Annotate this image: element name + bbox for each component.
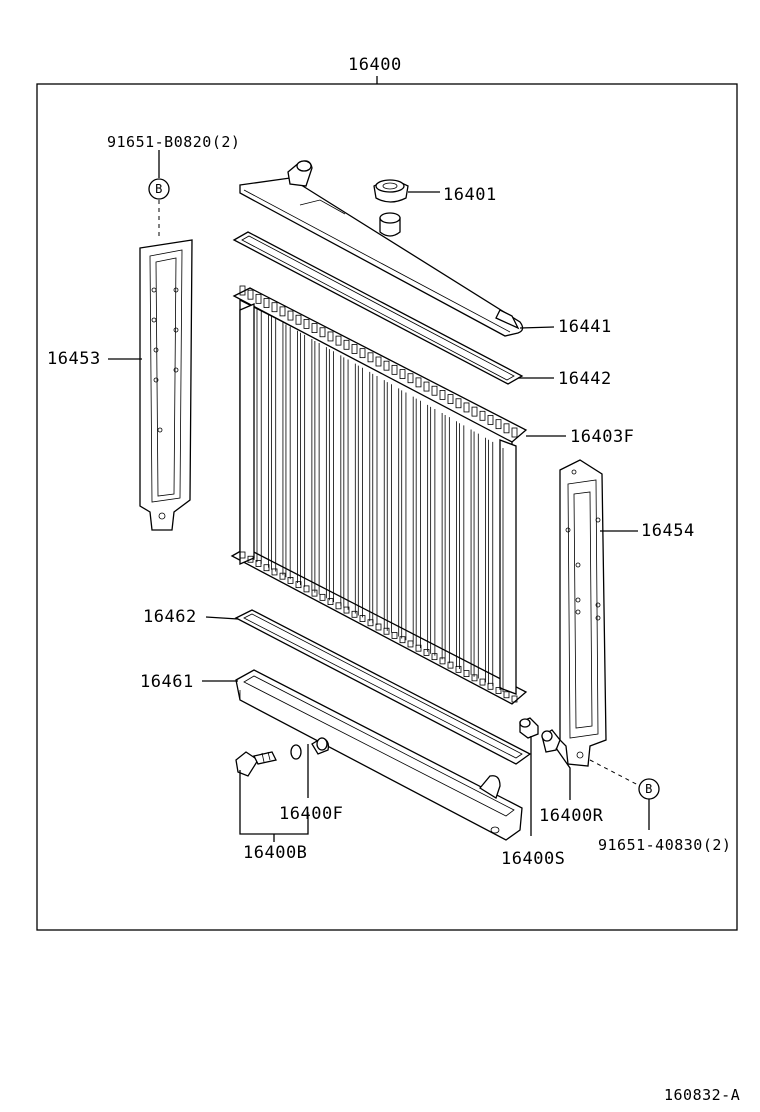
label-drain-cock[interactable]: 16400B xyxy=(243,843,307,863)
radiator-core[interactable] xyxy=(230,285,528,705)
plug-16400s[interactable] xyxy=(519,717,539,739)
lower-tank[interactable] xyxy=(235,669,523,841)
label-figure-id: 160832-A xyxy=(664,1086,740,1104)
drain-plug[interactable] xyxy=(290,737,330,760)
label-plug-r[interactable]: 16400R xyxy=(539,806,604,826)
label-upper-gasket[interactable]: 16442 xyxy=(558,369,612,389)
label-upper-tank[interactable]: 16441 xyxy=(558,317,612,337)
upper-tank[interactable] xyxy=(239,160,524,337)
upper-gasket[interactable] xyxy=(232,231,524,385)
ref-circle-top: B xyxy=(148,178,170,200)
label-plug-s[interactable]: 16400S xyxy=(501,849,565,869)
lower-gasket[interactable] xyxy=(234,609,532,765)
label-lower-gasket[interactable]: 16462 xyxy=(143,607,197,627)
radiator-cap[interactable] xyxy=(373,179,409,203)
leader-lines xyxy=(108,150,650,842)
svg-text:B: B xyxy=(155,182,163,196)
label-cap[interactable]: 16401 xyxy=(443,185,497,205)
label-assembly[interactable]: 16400 xyxy=(348,55,402,75)
label-right-support[interactable]: 16454 xyxy=(641,521,695,541)
label-lower-tank[interactable]: 16461 xyxy=(140,672,194,692)
svg-text:B: B xyxy=(645,782,653,796)
label-clip-top[interactable]: 91651-B0820(2) xyxy=(107,133,240,151)
label-clip-bottom[interactable]: 91651-40830(2) xyxy=(598,836,731,854)
label-drain-plug[interactable]: 16400F xyxy=(279,804,343,824)
drain-cock[interactable] xyxy=(235,751,277,777)
assembly-frame xyxy=(36,83,738,931)
label-core[interactable]: 16403F xyxy=(570,427,634,447)
plug-16400r[interactable] xyxy=(541,729,561,753)
label-left-support[interactable]: 16453 xyxy=(47,349,101,369)
ref-circle-bottom: B xyxy=(638,778,660,800)
right-support[interactable] xyxy=(559,459,607,767)
left-support[interactable] xyxy=(139,239,193,531)
